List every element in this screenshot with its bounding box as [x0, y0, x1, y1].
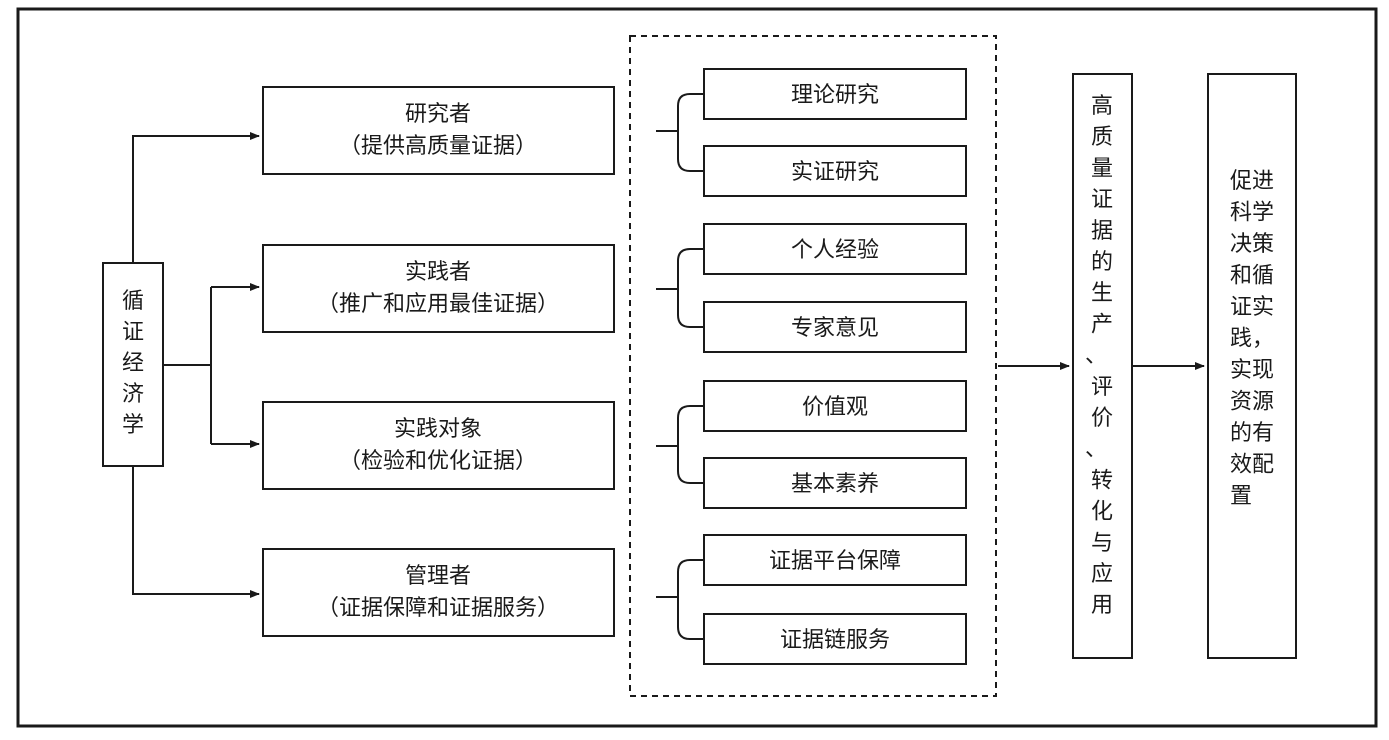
process-char: 量	[1091, 156, 1113, 181]
item-label: 价值观	[802, 395, 868, 420]
role-box-researcher	[262, 86, 615, 175]
role-desc: （检验和优化证据）	[339, 449, 537, 474]
goal-line: 实现	[1230, 358, 1274, 383]
goal-box	[1207, 73, 1297, 659]
process-char: 转	[1091, 468, 1113, 493]
item-box	[703, 223, 967, 275]
root-char: 经	[122, 351, 144, 376]
bracket-research	[656, 93, 704, 172]
bracket-experience	[656, 248, 704, 328]
process-char: 生	[1091, 281, 1113, 306]
role-name: 研究者	[405, 102, 471, 127]
process-char: 评	[1091, 375, 1113, 400]
root-box	[102, 262, 164, 467]
role-desc: （提供高质量证据）	[339, 134, 537, 159]
role-desc: （推广和应用最佳证据）	[317, 292, 559, 317]
role-box-manager	[262, 548, 615, 637]
process-char: 、	[1085, 344, 1107, 369]
item-label: 专家意见	[791, 316, 879, 341]
item-label: 证据平台保障	[769, 549, 901, 574]
role-name: 实践者	[405, 260, 471, 285]
root-char: 学	[122, 413, 144, 438]
process-box	[1072, 73, 1133, 659]
item-box	[703, 68, 967, 120]
process-char: 产	[1091, 312, 1113, 337]
item-label: 个人经验	[791, 238, 879, 263]
goal-line: 决策	[1230, 232, 1274, 257]
item-label: 证据链服务	[780, 628, 890, 653]
item-box	[703, 457, 967, 509]
item-box	[703, 380, 967, 432]
root-char: 济	[122, 382, 144, 407]
process-char: 高	[1091, 94, 1113, 119]
item-box	[703, 145, 967, 197]
goal-line: 证实	[1230, 295, 1274, 320]
process-char: 、	[1085, 437, 1107, 462]
process-char: 质	[1091, 125, 1113, 150]
process-char: 化	[1091, 500, 1113, 525]
root-char: 循	[122, 289, 144, 314]
process-char: 价	[1091, 406, 1113, 431]
goal-line: 效配	[1230, 453, 1274, 478]
item-label: 理论研究	[791, 83, 879, 108]
items-dashed-group	[629, 35, 997, 697]
role-box-practice-object	[262, 401, 615, 490]
goal-line: 促进	[1230, 169, 1274, 194]
role-name: 实践对象	[394, 417, 482, 442]
outer-frame	[16, 7, 1378, 728]
process-char: 据	[1091, 219, 1113, 244]
item-label: 基本素养	[791, 472, 879, 497]
item-box	[703, 613, 967, 665]
role-desc: （证据保障和证据服务）	[317, 596, 559, 621]
bracket-values	[656, 405, 704, 484]
bracket-service	[656, 559, 704, 640]
goal-line: 的有	[1230, 421, 1274, 446]
goal-line: 置	[1230, 484, 1252, 509]
process-char: 的	[1091, 250, 1113, 275]
role-box-practitioner	[262, 244, 615, 333]
root-char: 证	[122, 320, 144, 345]
connector-root-bottom	[132, 466, 260, 598]
role-name: 管理者	[405, 564, 471, 589]
process-char: 证	[1091, 188, 1113, 213]
item-box	[703, 301, 967, 353]
process-char: 应	[1091, 562, 1113, 587]
item-label: 实证研究	[791, 160, 879, 185]
goal-line: 科学	[1230, 201, 1274, 226]
connector-root-top	[132, 132, 260, 263]
process-char: 用	[1091, 593, 1113, 618]
goal-line: 资源	[1230, 390, 1274, 415]
process-char: 与	[1091, 531, 1113, 556]
item-box	[703, 534, 967, 586]
goal-line: 践，	[1230, 327, 1274, 352]
goal-line: 和循	[1230, 264, 1274, 289]
